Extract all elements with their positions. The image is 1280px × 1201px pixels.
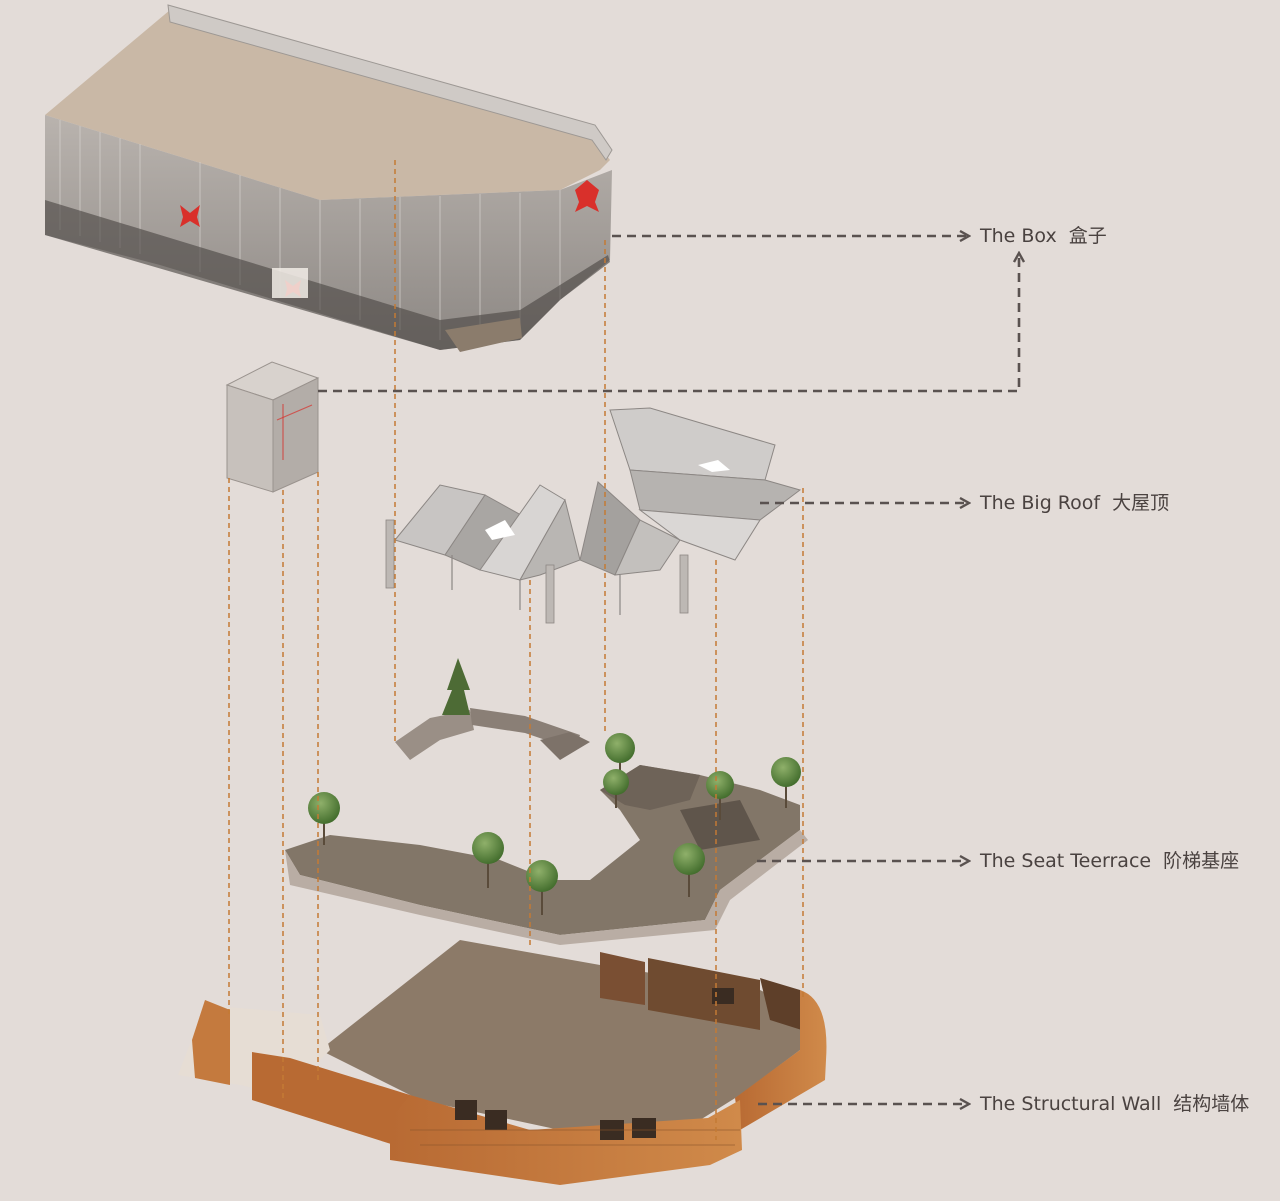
box-building bbox=[45, 4, 613, 352]
label-seat-zh: 阶梯基座 bbox=[1163, 850, 1240, 872]
vertical-guide-lines bbox=[228, 160, 804, 1140]
label-wall: The Structural Wall 结构墙体 bbox=[980, 1092, 1249, 1116]
box-planter bbox=[445, 318, 522, 352]
box-facade bbox=[45, 115, 612, 350]
seat-terrace bbox=[285, 658, 808, 945]
label-wall-en: The Structural Wall bbox=[980, 1093, 1162, 1115]
label-seat: The Seat Teerrace 阶梯基座 bbox=[980, 849, 1239, 873]
big-roof bbox=[385, 407, 802, 624]
label-wall-zh: 结构墙体 bbox=[1173, 1093, 1250, 1115]
label-box-zh: 盒子 bbox=[1068, 225, 1107, 247]
elevator-core bbox=[225, 361, 320, 493]
structural-wall bbox=[178, 940, 827, 1185]
label-seat-en: The Seat Teerrace bbox=[980, 850, 1152, 872]
label-roof-en: The Big Roof bbox=[980, 492, 1101, 514]
label-roof: The Big Roof 大屋顶 bbox=[980, 491, 1169, 515]
box-parapet bbox=[167, 4, 613, 161]
box-roof-deck bbox=[45, 10, 610, 200]
label-roof-zh: 大屋顶 bbox=[1112, 492, 1170, 514]
label-box-en: The Box bbox=[980, 225, 1057, 247]
pine-tree-icon bbox=[442, 658, 470, 715]
tree-icon bbox=[308, 733, 801, 915]
box-sign-panel bbox=[272, 268, 308, 298]
leader-arrow-core bbox=[318, 254, 1019, 393]
leader-arrows bbox=[318, 236, 1019, 1104]
label-box: The Box 盒子 bbox=[980, 224, 1107, 248]
